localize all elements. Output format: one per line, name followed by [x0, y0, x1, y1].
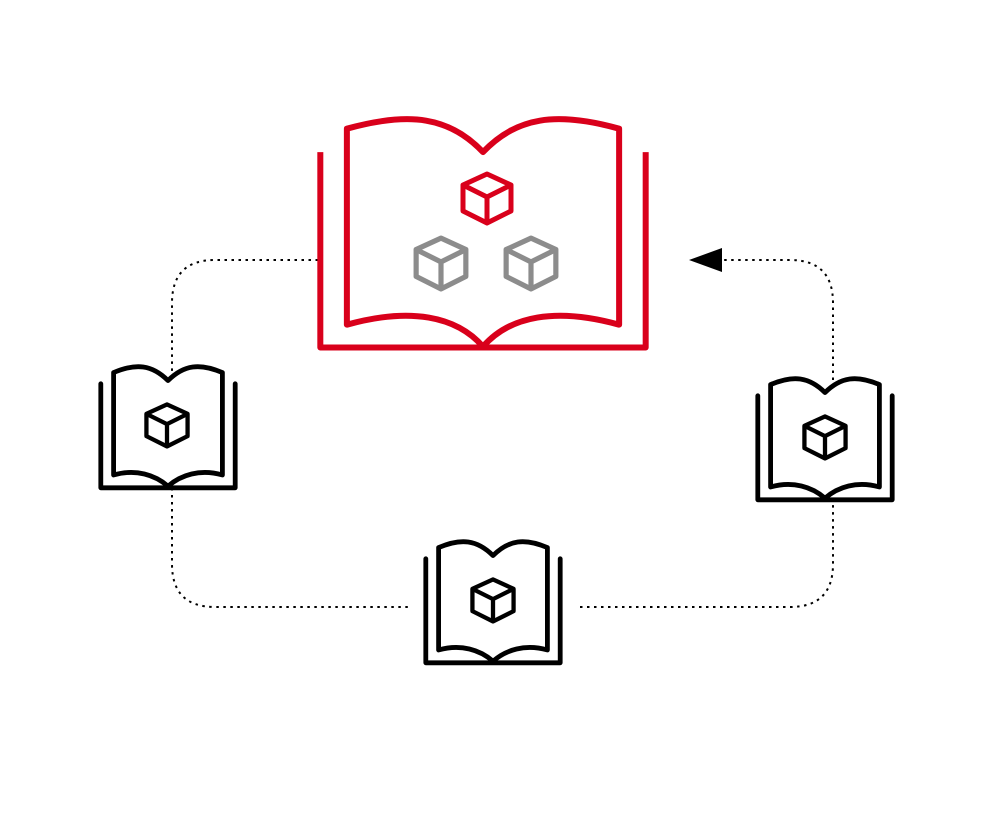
cube-icon: [416, 238, 466, 289]
cube-icon: [472, 579, 513, 621]
cube-icon: [146, 404, 187, 446]
cube-icon: [804, 416, 845, 458]
node-book-bottom: [426, 542, 560, 663]
cube-icon: [463, 174, 511, 223]
hub-book: [320, 119, 645, 347]
node-book-right: [758, 379, 892, 500]
arrowhead-icon: [689, 248, 722, 272]
open-book-icon: [320, 119, 645, 347]
connector-line: [722, 259, 834, 380]
cube-icon: [506, 238, 556, 289]
connector-line: [171, 488, 410, 608]
node-book-left: [101, 367, 235, 488]
connector-line: [580, 500, 834, 608]
connector-line: [171, 259, 318, 375]
